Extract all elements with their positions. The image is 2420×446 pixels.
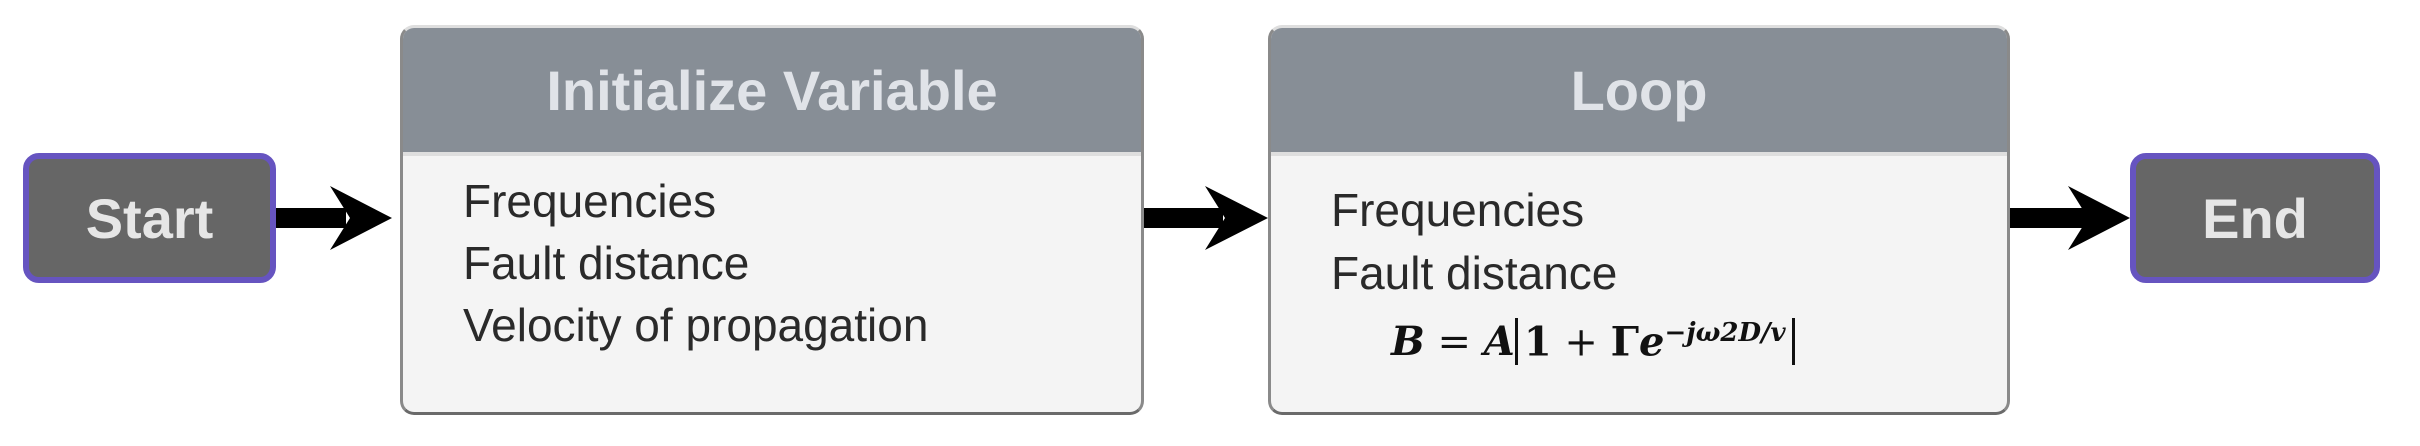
formula-equals: = <box>1437 319 1472 365</box>
initialize-variable-header: Initialize Variable <box>403 28 1141 156</box>
formula-exponent: −jω2D/v <box>1664 318 1786 348</box>
formula-plus: + <box>1564 319 1598 366</box>
formula-abs: 1 + Γe−jω2D/v <box>1514 318 1795 366</box>
start-label: Start <box>85 186 214 250</box>
formula-one: 1 <box>1523 318 1552 366</box>
formula-b: B <box>1391 318 1425 365</box>
loop-header: Loop <box>1271 28 2007 156</box>
formula-gamma: Γ <box>1610 318 1640 366</box>
loop-line-fault-distance: Fault distance <box>1331 247 1618 299</box>
loop-node: Loop Frequencies Fault distance B = A 1 … <box>1268 25 2010 415</box>
init-line-velocity: Velocity of propagation <box>463 299 929 351</box>
end-label: End <box>2202 186 2308 250</box>
arrow-start-to-init <box>276 186 392 250</box>
arrow-loop-to-end <box>2009 186 2130 250</box>
init-line-fault-distance: Fault distance <box>463 237 750 289</box>
loop-formula: B = A 1 + Γe−jω2D/v <box>1391 318 1795 366</box>
init-line-frequencies: Frequencies <box>463 175 717 227</box>
end-node: End <box>2130 153 2380 283</box>
formula-a: A <box>1483 318 1515 365</box>
formula-e: e <box>1639 318 1665 366</box>
loop-line-frequencies: Frequencies <box>1331 184 1585 236</box>
initialize-variable-node: Initialize Variable Frequencies Fault di… <box>400 25 1144 415</box>
start-node: Start <box>23 153 276 283</box>
arrow-init-to-loop <box>1143 186 1268 250</box>
